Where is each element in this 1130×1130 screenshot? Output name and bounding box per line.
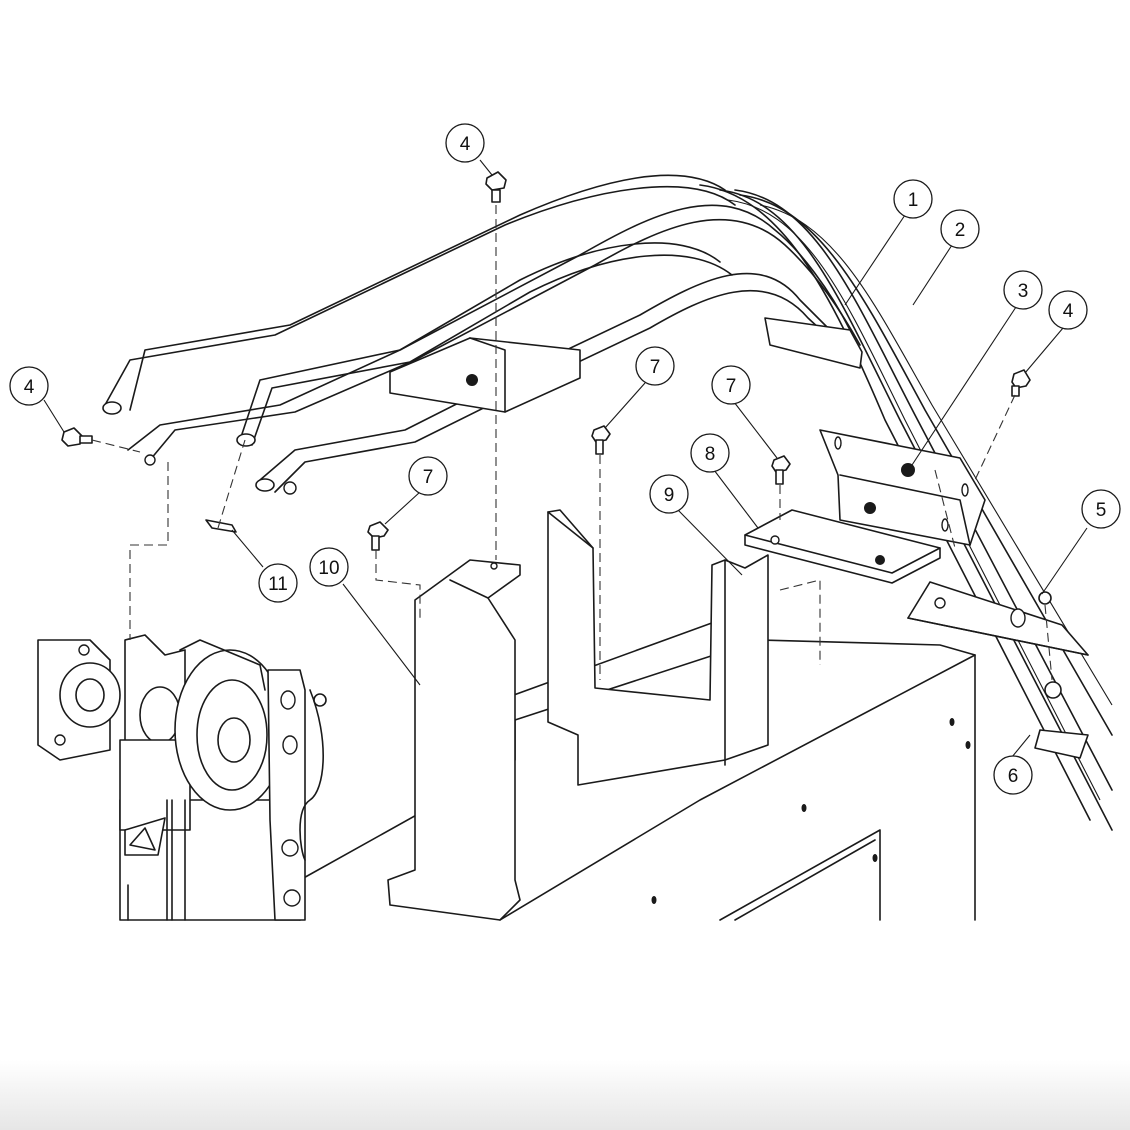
eye-bolt-6 bbox=[1034, 681, 1089, 759]
svg-text:11: 11 bbox=[268, 574, 288, 595]
callout-4-left: 4 bbox=[9, 366, 49, 406]
svg-text:2: 2 bbox=[955, 220, 966, 241]
main-cabinet bbox=[299, 619, 976, 921]
callout-9: 9 bbox=[649, 474, 689, 514]
svg-text:7: 7 bbox=[726, 376, 737, 397]
mounting-plate-8 bbox=[744, 509, 941, 584]
svg-text:10: 10 bbox=[318, 558, 339, 579]
svg-text:5: 5 bbox=[1096, 500, 1107, 521]
callout-11: 11 bbox=[258, 563, 298, 603]
svg-text:9: 9 bbox=[664, 485, 675, 506]
callout-3: 3 bbox=[1003, 270, 1043, 310]
callout-7-left: 7 bbox=[408, 456, 448, 496]
tube-handle-assembly bbox=[102, 174, 861, 495]
handle-center-bracket bbox=[389, 337, 581, 413]
callout-1: 1 bbox=[893, 179, 933, 219]
callout-5: 5 bbox=[1081, 489, 1121, 529]
fastener-hardware bbox=[61, 171, 1052, 605]
callout-7-mid: 7 bbox=[635, 346, 675, 386]
callout-4-top: 4 bbox=[445, 123, 485, 163]
callout-7-right: 7 bbox=[711, 365, 751, 405]
handle-right-bracket bbox=[764, 317, 863, 369]
footer-shadow bbox=[0, 1060, 1130, 1130]
motor-pulley-assembly bbox=[37, 634, 327, 921]
mounting-plate-3 bbox=[819, 429, 986, 546]
leader-lines bbox=[43, 159, 1088, 758]
svg-text:7: 7 bbox=[650, 357, 661, 378]
svg-text:3: 3 bbox=[1018, 281, 1029, 302]
callout-8: 8 bbox=[690, 433, 730, 473]
assembly-guide-lines bbox=[91, 205, 1053, 681]
support-bracket-10 bbox=[387, 559, 521, 921]
svg-text:4: 4 bbox=[460, 134, 471, 155]
u-bracket-9 bbox=[547, 509, 769, 786]
svg-text:4: 4 bbox=[1063, 301, 1074, 322]
angle-bracket-5 bbox=[907, 581, 1089, 656]
callout-4-right: 4 bbox=[1048, 290, 1088, 330]
svg-text:1: 1 bbox=[908, 190, 919, 211]
guide-rail-assembly bbox=[699, 184, 1113, 831]
callout-6: 6 bbox=[993, 755, 1033, 795]
callout-2: 2 bbox=[940, 209, 980, 249]
svg-text:6: 6 bbox=[1008, 766, 1019, 787]
callout-10: 10 bbox=[309, 547, 349, 587]
svg-text:8: 8 bbox=[705, 444, 716, 465]
svg-text:7: 7 bbox=[423, 467, 434, 488]
svg-text:4: 4 bbox=[24, 377, 35, 398]
